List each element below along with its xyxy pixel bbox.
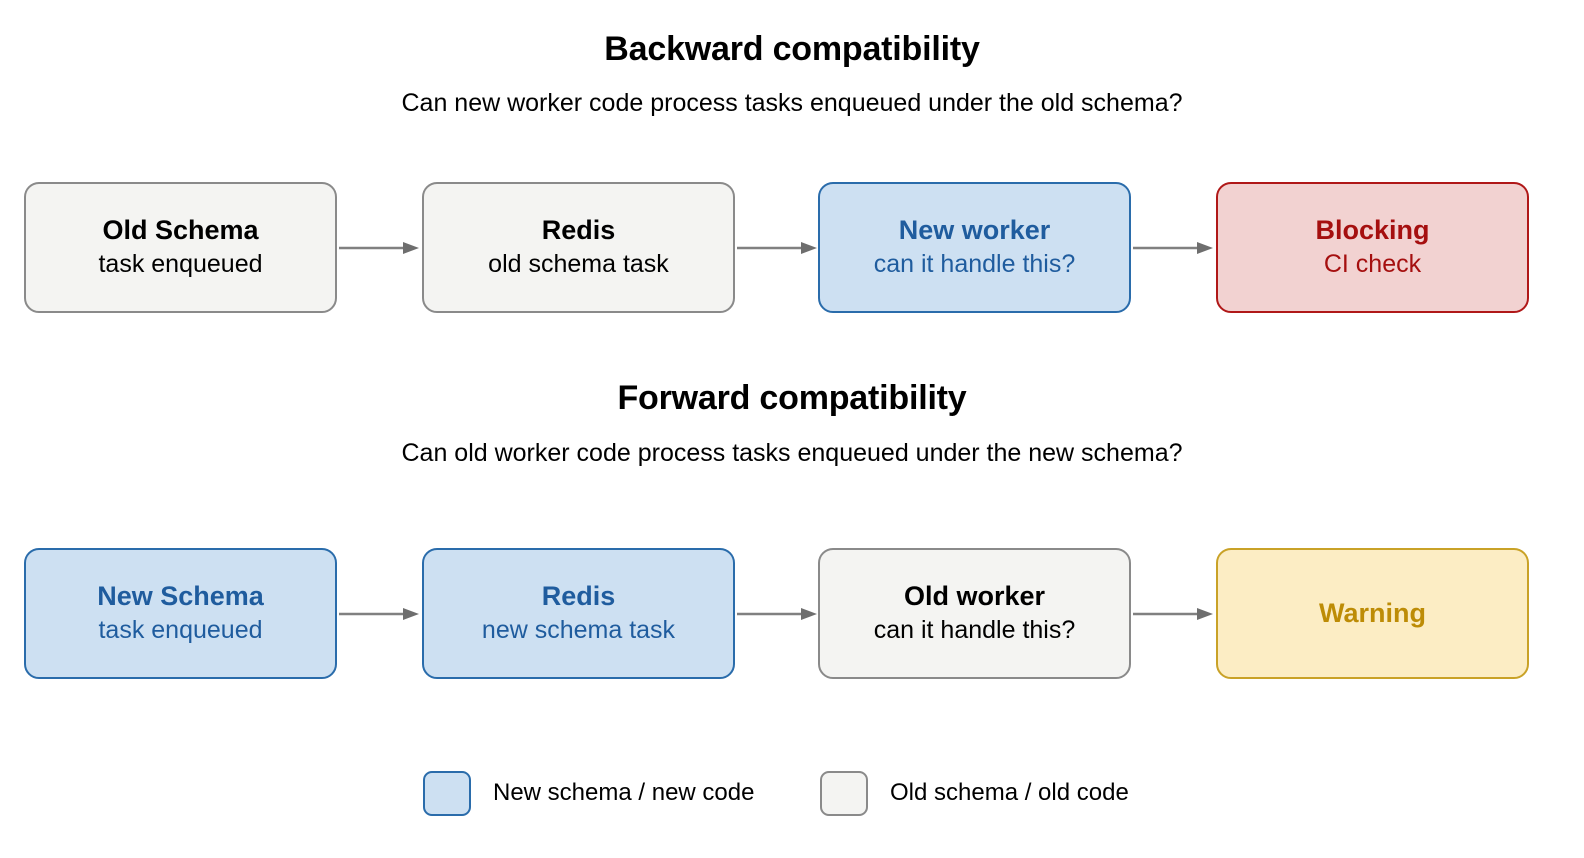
arrow-right-icon bbox=[737, 607, 819, 621]
section-title-backward: Backward compatibility bbox=[604, 30, 980, 68]
node-subtitle: task enqueued bbox=[98, 616, 263, 645]
node-new-worker[interactable]: New worker can it handle this? bbox=[818, 182, 1131, 313]
node-old-schema[interactable]: Old Schema task enqueued bbox=[24, 182, 337, 313]
node-title: Warning bbox=[1319, 597, 1426, 628]
legend-swatch-blue bbox=[423, 770, 471, 816]
legend-swatch-gray bbox=[820, 770, 868, 816]
flow-row-backward: Old Schema task enqueued Redis old schem… bbox=[0, 180, 1584, 320]
node-title: Redis bbox=[541, 215, 616, 246]
node-subtitle: can it handle this? bbox=[873, 616, 1076, 645]
node-subtitle: task enqueued bbox=[98, 250, 263, 279]
node-subtitle: old schema task bbox=[488, 250, 669, 279]
node-subtitle: can it handle this? bbox=[873, 250, 1076, 279]
node-title: New Schema bbox=[97, 581, 264, 612]
section-subtitle-forward: Can old worker code process tasks enqueu… bbox=[401, 439, 1183, 467]
legend-item-new-schema: New schema / new code bbox=[423, 768, 754, 818]
node-subtitle: CI check bbox=[1323, 250, 1422, 279]
arrow-right-icon bbox=[339, 241, 421, 255]
flow-row-forward: New Schema task enqueued Redis new schem… bbox=[0, 546, 1584, 686]
node-blocking-ci[interactable]: Blocking CI check bbox=[1216, 182, 1529, 313]
node-warning[interactable]: Warning bbox=[1216, 548, 1529, 679]
node-title: Old Schema bbox=[102, 215, 259, 246]
legend-label: New schema / new code bbox=[493, 779, 755, 806]
legend-label: Old schema / old code bbox=[890, 779, 1129, 806]
arrow-right-icon bbox=[1133, 607, 1215, 621]
node-title: New worker bbox=[898, 215, 1051, 246]
node-new-schema[interactable]: New Schema task enqueued bbox=[24, 548, 337, 679]
node-title: Blocking bbox=[1315, 215, 1430, 246]
arrow-right-icon bbox=[1133, 241, 1215, 255]
legend-item-old-schema: Old schema / old code bbox=[820, 768, 1129, 818]
section-title-forward: Forward compatibility bbox=[617, 379, 967, 417]
node-title: Old worker bbox=[903, 581, 1046, 612]
legend: New schema / new code Old schema / old c… bbox=[0, 768, 1584, 824]
node-subtitle: new schema task bbox=[481, 616, 676, 645]
arrow-right-icon bbox=[339, 607, 421, 621]
arrow-right-icon bbox=[737, 241, 819, 255]
node-old-worker[interactable]: Old worker can it handle this? bbox=[818, 548, 1131, 679]
node-title: Redis bbox=[541, 581, 616, 612]
node-redis-old[interactable]: Redis old schema task bbox=[422, 182, 735, 313]
section-subtitle-backward: Can new worker code process tasks enqueu… bbox=[401, 89, 1183, 117]
node-redis-new[interactable]: Redis new schema task bbox=[422, 548, 735, 679]
